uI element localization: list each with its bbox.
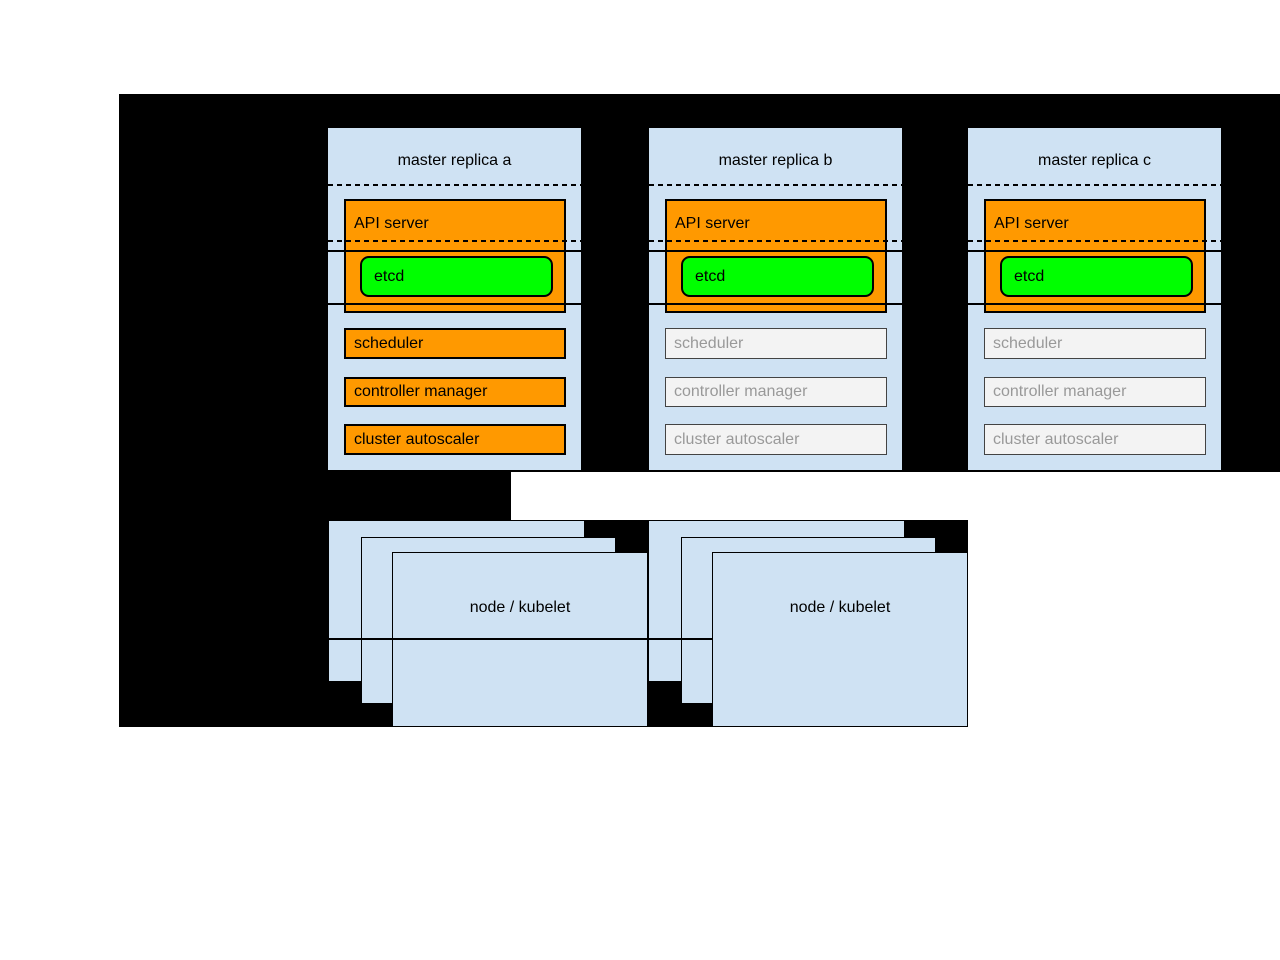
master-replica-c-title: master replica c xyxy=(1038,152,1151,169)
master-replica-b-title: master replica b xyxy=(718,152,833,169)
divider-solid-upper xyxy=(968,250,1221,252)
divider-dashed-top xyxy=(649,184,902,186)
divider-solid-lower xyxy=(328,303,581,305)
divider-solid-lower xyxy=(968,303,1221,305)
cluster-autoscaler-box-inactive: cluster autoscaler xyxy=(665,424,887,455)
divider-dashed-top xyxy=(968,184,1221,186)
controller-manager-box-inactive: controller manager xyxy=(665,377,887,407)
api-server-box: API server etcd xyxy=(984,199,1206,313)
api-server-label: API server xyxy=(354,215,429,232)
divider-solid-lower xyxy=(649,303,902,305)
cluster-autoscaler-box-inactive: cluster autoscaler xyxy=(984,424,1206,455)
master-replica-a-title: master replica a xyxy=(397,152,512,169)
divider-dashed-mid xyxy=(968,240,1221,242)
api-server-label: API server xyxy=(675,215,750,232)
divider-solid-upper xyxy=(328,250,581,252)
controller-manager-box-inactive: controller manager xyxy=(984,377,1206,407)
master-replica-b-box: master replica b API server etcd schedul… xyxy=(649,128,902,470)
node-divider-line xyxy=(328,638,712,640)
api-server-label: API server xyxy=(994,215,1069,232)
node-stack2-front-box: node / kubelet xyxy=(712,552,968,727)
divider-solid-upper xyxy=(649,250,902,252)
divider-dashed-top xyxy=(328,184,581,186)
divider-dashed-mid xyxy=(328,240,581,242)
cluster-autoscaler-box: cluster autoscaler xyxy=(344,424,566,455)
node-kubelet-label: node / kubelet xyxy=(469,599,571,616)
masked-region-left xyxy=(119,472,511,520)
api-server-box: API server etcd xyxy=(344,199,566,313)
scheduler-box-inactive: scheduler xyxy=(665,328,887,359)
controller-manager-box: controller manager xyxy=(344,377,566,407)
node-kubelet-label: node / kubelet xyxy=(789,599,891,616)
etcd-box: etcd xyxy=(360,256,553,297)
divider-dashed-mid xyxy=(649,240,902,242)
scheduler-box-inactive: scheduler xyxy=(984,328,1206,359)
etcd-box: etcd xyxy=(1000,256,1193,297)
api-server-box: API server etcd xyxy=(665,199,887,313)
scheduler-box: scheduler xyxy=(344,328,566,359)
master-replica-c-box: master replica c API server etcd schedul… xyxy=(968,128,1221,470)
master-replica-a-box: master replica a API server etcd schedul… xyxy=(328,128,581,470)
etcd-box: etcd xyxy=(681,256,874,297)
